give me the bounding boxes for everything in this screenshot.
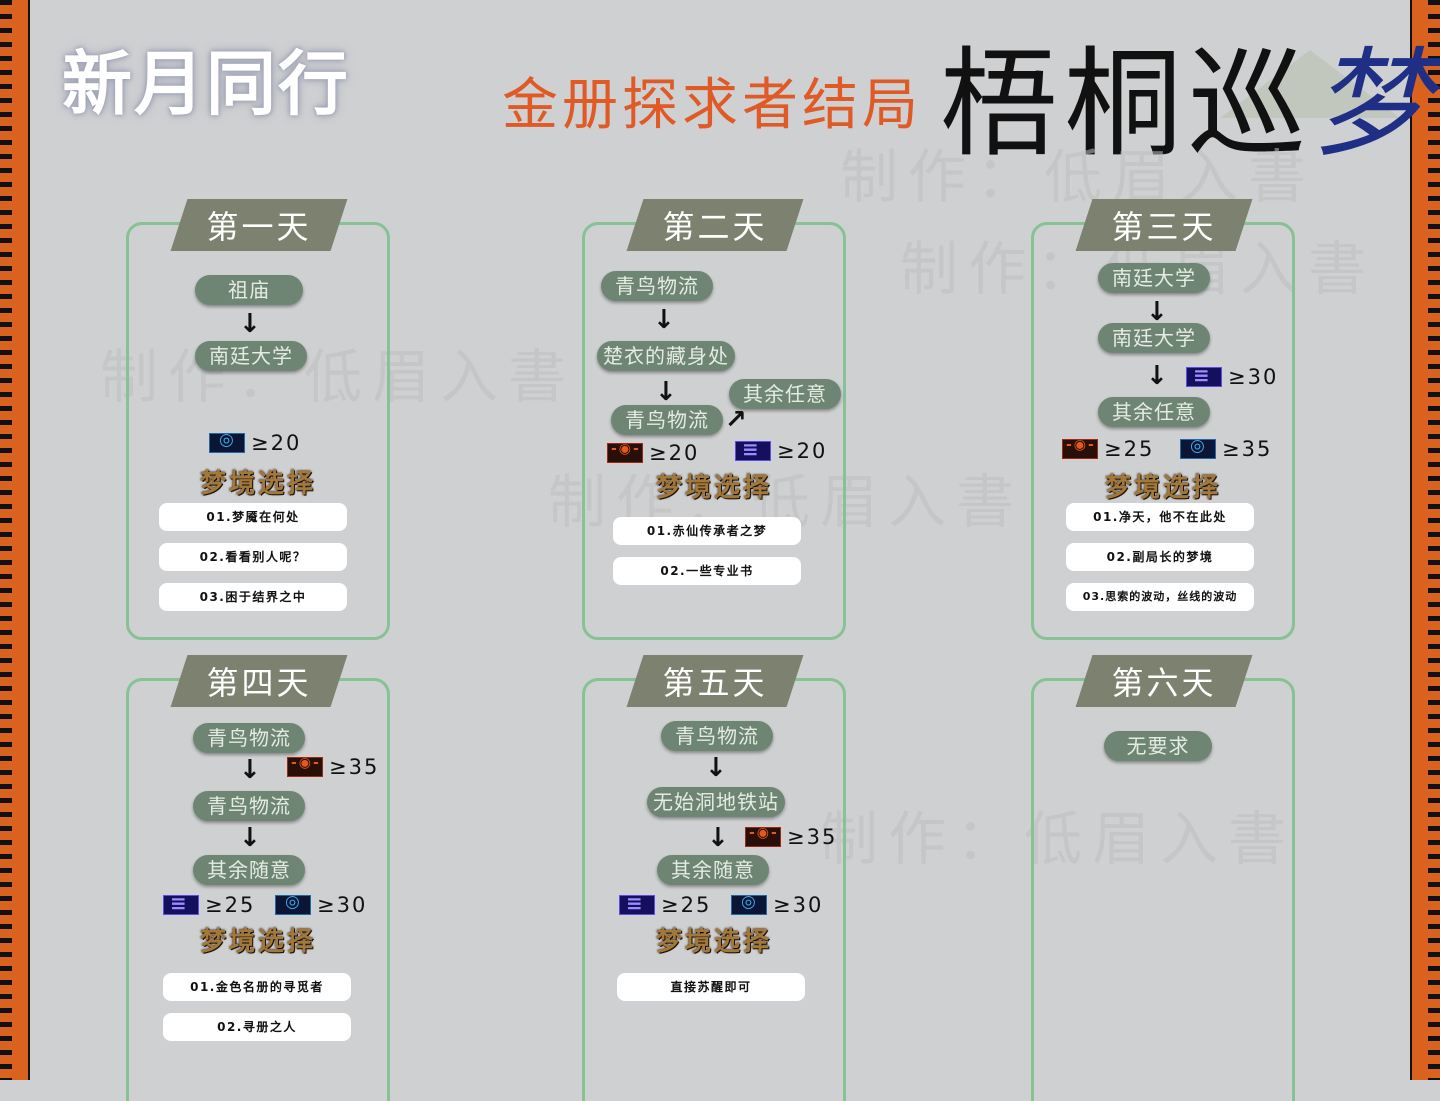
dream-choice[interactable]: 02.寻册之人 xyxy=(163,1013,351,1041)
arrow-up-right-icon: ↗ xyxy=(725,405,747,435)
condition: ≥35 xyxy=(745,825,837,849)
day-4-panel: 第四天 青鸟物流 ↓ ≥35 青鸟物流 ↓ 其余随意 ≥25 ≥30 梦境选择 … xyxy=(126,655,390,1101)
day-4-tab: 第四天 xyxy=(170,655,348,707)
node-location: 祖庙 xyxy=(195,275,303,305)
dream-choice[interactable]: 02.一些专业书 xyxy=(613,557,801,585)
right-rule xyxy=(1410,0,1412,1080)
dream-choice[interactable]: 02.看看别人呢？ xyxy=(159,543,347,571)
watermark: 制作：低眉入書 xyxy=(100,343,577,411)
book-icon xyxy=(1186,363,1222,387)
watermark: 制作：低眉入書 xyxy=(820,805,1297,873)
lightbulb-icon xyxy=(209,430,245,453)
left-border xyxy=(0,0,28,1080)
book-icon xyxy=(619,891,655,915)
dream-choice-title: 梦境选择 xyxy=(199,469,316,499)
dream-choice-title: 梦境选择 xyxy=(655,927,772,957)
dream-choice[interactable]: 03.困于结界之中 xyxy=(159,583,347,611)
arrow-down-icon: ↓ xyxy=(239,309,261,339)
dream-choice-title: 梦境选择 xyxy=(1104,473,1221,503)
flame-icon xyxy=(287,755,323,777)
book-icon xyxy=(735,437,771,461)
condition: ≥25 xyxy=(163,891,255,917)
dream-choice[interactable]: 03.思索的波动，丝线的波动 xyxy=(1066,583,1254,611)
brand-logo: 新月同行 xyxy=(62,43,350,125)
node-location: 南廷大学 xyxy=(1098,263,1210,293)
dream-choice[interactable]: 02.副局长的梦境 xyxy=(1066,543,1254,571)
node-location: 其余任意 xyxy=(729,379,841,409)
condition: ≥30 xyxy=(275,892,367,917)
day-2-panel: 第二天 青鸟物流 ↓ 楚衣的藏身处 ↓ 其余任意 青鸟物流 ↗ ≥20 ≥20 … xyxy=(582,199,846,640)
day-5-tab: 第五天 xyxy=(626,655,804,707)
lightbulb-icon xyxy=(1180,436,1216,459)
arrow-down-icon: ↓ xyxy=(239,755,261,785)
day-3-panel: 第三天 南廷大学 ↓ 南廷大学 ↓ ≥30 其余任意 ≥25 ≥35 梦境选择 … xyxy=(1031,199,1295,640)
condition: ≥20 xyxy=(209,430,301,455)
condition: ≥35 xyxy=(287,755,379,779)
dream-choice[interactable]: 01.净天，他不在此处 xyxy=(1066,503,1254,531)
arrow-down-icon: ↓ xyxy=(653,305,675,335)
condition: ≥20 xyxy=(735,437,827,463)
node-location: 青鸟物流 xyxy=(193,791,305,821)
arrow-down-icon: ↓ xyxy=(1146,361,1168,391)
day-1-tab: 第一天 xyxy=(170,199,348,251)
day-5-panel: 第五天 青鸟物流 ↓ 无始洞地铁站 ↓ ≥35 其余随意 ≥25 ≥30 梦境选… xyxy=(582,655,846,1101)
right-border xyxy=(1412,0,1440,1080)
lightbulb-icon xyxy=(275,892,311,915)
node-location: 青鸟物流 xyxy=(611,405,723,435)
node-location: 其余任意 xyxy=(1098,397,1210,427)
dream-choice[interactable]: 01.梦魇在何处 xyxy=(159,503,347,531)
arrow-down-icon: ↓ xyxy=(1146,297,1168,327)
dream-choice[interactable]: 直接苏醒即可 xyxy=(617,973,805,1001)
condition: ≥25 xyxy=(619,891,711,917)
condition: ≥30 xyxy=(1186,363,1278,389)
book-icon xyxy=(163,891,199,915)
condition: ≥20 xyxy=(607,441,699,465)
title-main: 梧桐巡 xyxy=(940,35,1313,173)
game-title: 梧桐巡梦 xyxy=(940,8,1436,179)
node-location: 无始洞地铁站 xyxy=(647,787,785,817)
dream-choice-title: 梦境选择 xyxy=(199,927,316,957)
node-location: 青鸟物流 xyxy=(601,271,713,301)
day-1-panel: 第一天 祖庙 ↓ 南廷大学 ≥20 梦境选择 01.梦魇在何处 02.看看别人呢… xyxy=(126,199,390,640)
title-accent: 梦 xyxy=(1312,35,1437,173)
node-location: 其余随意 xyxy=(193,855,305,885)
condition: ≥25 xyxy=(1062,437,1154,461)
node-location: 楚衣的藏身处 xyxy=(597,341,735,371)
arrow-down-icon: ↓ xyxy=(239,823,261,853)
lightbulb-icon xyxy=(731,892,767,915)
flame-icon xyxy=(607,441,643,463)
node-location: 青鸟物流 xyxy=(661,721,773,751)
dream-choice[interactable]: 01.金色名册的寻觅者 xyxy=(163,973,351,1001)
dream-choice-title: 梦境选择 xyxy=(655,473,772,503)
dream-choice[interactable]: 01.赤仙传承者之梦 xyxy=(613,517,801,545)
arrow-down-icon: ↓ xyxy=(655,377,677,407)
day-6-panel: 第六天 无要求 xyxy=(1031,655,1295,1101)
arrow-down-icon: ↓ xyxy=(707,823,729,853)
node-location: 无要求 xyxy=(1104,731,1212,761)
flame-icon xyxy=(745,825,781,847)
left-rule xyxy=(28,0,30,1080)
condition: ≥35 xyxy=(1180,436,1272,461)
mountain-icon xyxy=(1220,50,1400,118)
node-location: 南廷大学 xyxy=(1098,323,1210,353)
flame-icon xyxy=(1062,437,1098,459)
node-location: 南廷大学 xyxy=(195,341,307,371)
day-2-tab: 第二天 xyxy=(626,199,804,251)
node-location: 其余随意 xyxy=(657,855,769,885)
arrow-down-icon: ↓ xyxy=(705,753,727,783)
day-6-tab: 第六天 xyxy=(1075,655,1253,707)
day-3-tab: 第三天 xyxy=(1075,199,1253,251)
page-subtitle: 金册探求者结局 xyxy=(502,73,922,138)
node-location: 青鸟物流 xyxy=(193,723,305,753)
condition: ≥30 xyxy=(731,892,823,917)
